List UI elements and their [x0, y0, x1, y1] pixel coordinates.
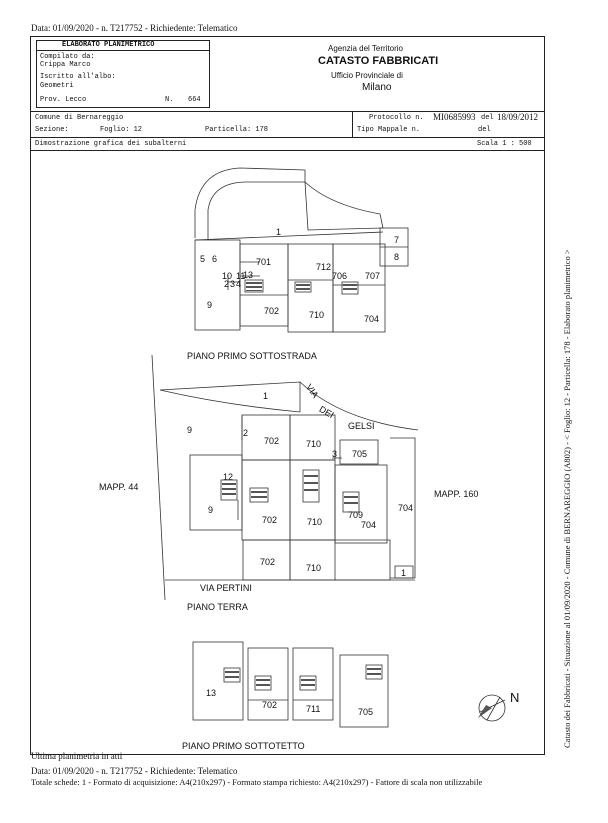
mapp-44-label: MAPP. 44 — [99, 482, 139, 492]
plan-label: 2 — [243, 428, 249, 438]
prov-label: Prov. Lecco — [40, 96, 87, 104]
iscritto-value: Geometri — [40, 82, 74, 90]
plan-label: 710 — [307, 517, 323, 527]
plan-label: 2 — [224, 279, 230, 289]
plan-label: 705 — [358, 707, 374, 717]
tipo-del: del — [478, 126, 491, 134]
plan-label: 706 — [332, 271, 348, 281]
compilato-value: Crippa Marco — [40, 61, 91, 69]
plan-label: 702 — [264, 436, 280, 446]
plan-label: 13 — [243, 270, 254, 280]
plan-label: 12 — [223, 472, 234, 482]
plan-label: 702 — [262, 700, 278, 710]
dimostrazione: Dimostrazione grafica dei subalterni — [35, 140, 187, 148]
plan-label: 9 — [207, 300, 213, 310]
plan-label: 11 — [236, 271, 246, 281]
footer-ultima: Ultima planimetria in atti — [31, 751, 123, 761]
plan-label: 13 — [206, 688, 217, 698]
tipo-mappale: Tipo Mappale n. — [357, 126, 421, 134]
protocollo-del: del — [481, 114, 494, 122]
elaborato-block — [36, 40, 210, 108]
street-label-gelsi: GELSI — [348, 421, 375, 431]
mapp-160-label: MAPP. 160 — [434, 489, 479, 499]
plan-title-sottotetto: PIANO PRIMO SOTTOTETTO — [182, 741, 305, 751]
iscritto-label: Iscritto all'albo: — [40, 73, 116, 81]
north-label: N — [510, 690, 520, 705]
n-label: N. — [165, 96, 174, 104]
sheet-frame — [30, 36, 545, 755]
plan-label: 10 — [222, 271, 233, 281]
agency-line1: Agenzia del Territorio — [328, 44, 404, 53]
plan-label: 3 — [332, 449, 338, 459]
protocollo-value: MI0685993 — [433, 112, 476, 122]
plan-label: 712 — [316, 262, 332, 272]
plan-label: 705 — [352, 449, 368, 459]
footer-totale: Totale schede: 1 - Formato di acquisizio… — [31, 777, 483, 787]
foglio: Foglio: 12 — [100, 126, 143, 134]
agency-line3: Ufficio Provinciale di — [331, 71, 403, 80]
plan-label: 702 — [260, 557, 276, 567]
header-request-line: Data: 01/09/2020 - n. T217752 - Richiede… — [31, 23, 238, 33]
plan-label: 704 — [364, 314, 380, 324]
plan-label: 6 — [212, 254, 218, 264]
plan-label: 9 — [187, 425, 193, 435]
plan-label: 3 — [230, 279, 236, 289]
elaborato-title: ELABORATO PLANIMETRICO — [62, 41, 155, 49]
plan-label: 704 — [361, 520, 377, 530]
protocollo-date: 18/09/2012 — [497, 112, 539, 122]
plan-title-terra: PIANO TERRA — [187, 602, 248, 612]
plan-label: 4 — [236, 279, 242, 289]
plan-label: 711 — [306, 704, 321, 714]
footer-data: Data: 01/09/2020 - n. T217752 - Richiede… — [31, 766, 238, 776]
plan-label: 710 — [306, 439, 322, 449]
plan-label: 704 — [398, 503, 414, 513]
plan-label: 710 — [309, 310, 325, 320]
plan-label: 5 — [200, 254, 206, 264]
compilato-label: Compilato da: — [40, 53, 95, 61]
protocollo-label: Protocollo n. — [369, 114, 424, 122]
plan-label: 702 — [264, 306, 280, 316]
plan-label: 707 — [365, 271, 381, 281]
n-value: 664 — [188, 96, 201, 104]
plan-label: 709 — [348, 510, 364, 520]
comune: Comune di Bernareggio — [35, 114, 124, 122]
plan-label: 1 — [263, 391, 269, 401]
plan-label: 9 — [208, 505, 214, 515]
plan-label: 1 — [276, 227, 282, 237]
plan-label: 702 — [262, 515, 278, 525]
sezione: Sezione: — [35, 126, 69, 134]
plan-label: 7 — [394, 235, 400, 245]
scala: Scala 1 : 500 — [477, 140, 532, 148]
agency-line4: Milano — [362, 82, 392, 93]
agency-line2: CATASTO FABBRICATI — [318, 55, 439, 67]
plan-label: 701 — [256, 257, 272, 267]
side-caption: Catasto dei Fabbricati - Situazione al 0… — [562, 249, 572, 748]
plan-title-sottostrada: PIANO PRIMO SOTTOSTRADA — [187, 351, 317, 361]
via-pertini-label: VIA PERTINI — [200, 583, 252, 593]
particella: Particella: 178 — [205, 126, 269, 134]
plan-label: 710 — [306, 563, 322, 573]
plan-label: 8 — [394, 252, 400, 262]
plan-label: 1 — [401, 568, 407, 578]
